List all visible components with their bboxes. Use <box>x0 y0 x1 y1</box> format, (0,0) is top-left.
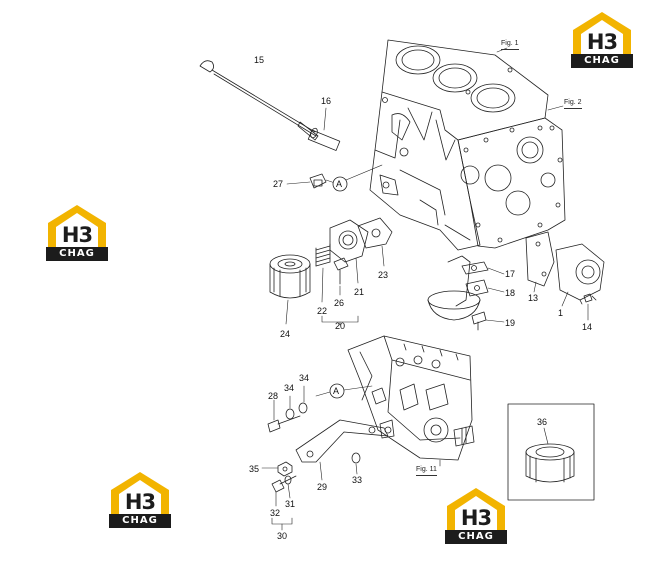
filter-base <box>329 219 369 263</box>
logo-bar-text: CHAG <box>445 530 507 544</box>
callout-33: 33 <box>352 475 363 485</box>
bolt-32 <box>271 475 297 493</box>
figure-label-fig1: Fig. 1 <box>501 40 519 50</box>
washer-34b <box>298 402 308 414</box>
ref-marker-a-bottom <box>329 383 345 399</box>
fuel-pipe-bracket <box>295 419 389 463</box>
callout-22: 22 <box>317 306 328 316</box>
dipstick-tube <box>307 127 341 151</box>
logo-mark-text: H3 <box>460 506 492 530</box>
logo-bar-text: CHAG <box>571 54 633 68</box>
callout-31: 31 <box>285 499 296 509</box>
callout-1: 1 <box>558 308 564 318</box>
callout-17: 17 <box>505 269 516 279</box>
logo-mark-text: H3 <box>586 30 618 54</box>
washer-33 <box>351 452 361 464</box>
bolt-28 <box>267 415 301 433</box>
ref-marker-a-top-letter: A <box>336 179 343 189</box>
dipstick <box>199 60 319 141</box>
callout-32: 32 <box>270 508 281 518</box>
logo-house-icon <box>573 12 631 54</box>
figure-label-fig11: Fig. 11 <box>416 466 437 476</box>
callout-28: 28 <box>268 391 279 401</box>
callout-14: 14 <box>582 322 593 332</box>
callout-19: 19 <box>505 318 516 328</box>
callout-36: 36 <box>537 417 548 427</box>
gear-case <box>457 117 566 249</box>
watermark-logo: H3 CHAG <box>109 470 171 530</box>
callout-16: 16 <box>321 96 332 106</box>
callout-34-right: 34 <box>299 373 310 383</box>
logo-house-icon <box>447 488 505 530</box>
logo-house-icon <box>48 205 106 247</box>
callout-24: 24 <box>280 329 291 339</box>
callout-30: 30 <box>277 531 288 541</box>
callout-29: 29 <box>317 482 328 492</box>
fuel-filter-inset <box>507 403 595 501</box>
logo-mark-text: H3 <box>124 490 156 514</box>
logo-house-icon <box>111 472 169 514</box>
callout-15: 15 <box>254 55 265 65</box>
watermark-logo: H3 CHAG <box>46 203 108 263</box>
oil-strainer <box>427 255 489 331</box>
callout-27: 27 <box>273 179 284 189</box>
logo-mark-text: H3 <box>61 223 93 247</box>
oil-pressure-switch <box>309 173 327 189</box>
figure-label-fig2: Fig. 2 <box>564 99 582 109</box>
callout-20: 20 <box>335 321 346 331</box>
logo-bar-text: CHAG <box>109 514 171 528</box>
fuel-injection-pump <box>347 335 475 461</box>
ref-marker-a-top <box>332 176 348 192</box>
washer-34a <box>285 408 295 420</box>
callout-26: 26 <box>334 298 345 308</box>
oil-pump <box>525 231 605 305</box>
callout-23: 23 <box>378 270 389 280</box>
nut-35 <box>277 461 293 477</box>
ref-marker-a-bottom-letter: A <box>333 386 340 396</box>
bolt-26 <box>333 257 349 285</box>
filter-gasket <box>357 217 393 249</box>
callout-18: 18 <box>505 288 516 298</box>
oil-filter <box>269 254 311 299</box>
watermark-logo: H3 CHAG <box>445 486 507 546</box>
cylinder-block <box>369 39 549 251</box>
callout-34-left: 34 <box>284 383 295 393</box>
callout-13: 13 <box>528 293 539 303</box>
logo-bar-text: CHAG <box>46 247 108 261</box>
callout-35: 35 <box>249 464 260 474</box>
watermark-logo: H3 CHAG <box>571 10 633 70</box>
relief-spring <box>315 243 331 267</box>
callout-21: 21 <box>354 287 365 297</box>
